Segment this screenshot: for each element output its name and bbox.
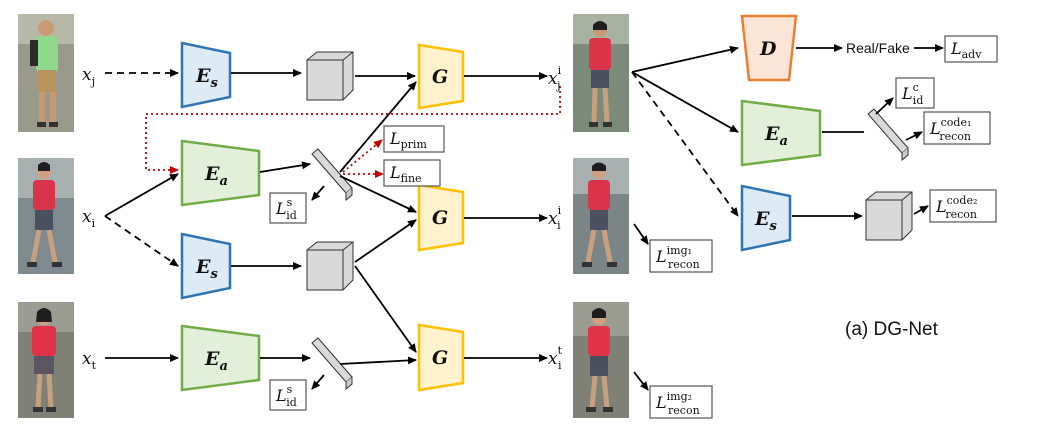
figure-caption: (a) DG-Net bbox=[845, 319, 939, 340]
svg-text:Ea: Ea bbox=[204, 163, 228, 189]
appearance-bar-bottom bbox=[311, 337, 353, 391]
real-fake-label: Real/Fake bbox=[846, 40, 910, 56]
photo-person-j bbox=[18, 14, 74, 132]
label-x-j: xj bbox=[82, 65, 95, 88]
arrow-bar-to-g-top bbox=[339, 81, 417, 173]
generator-g-mid: G bbox=[417, 183, 465, 252]
loss-prim: Lprim bbox=[383, 125, 445, 153]
structure-cube-right bbox=[865, 191, 913, 241]
encoder-ea-bottom: Ea bbox=[180, 324, 261, 392]
photo-output-i-t bbox=[573, 302, 629, 418]
arrow-ea-to-bar bbox=[259, 161, 311, 173]
appearance-bar-mid bbox=[311, 148, 353, 202]
arrow-cube-to-lcode2 bbox=[913, 205, 929, 215]
arrow-bar-to-lcode1 bbox=[905, 131, 923, 141]
arrow-cube-to-g-mid bbox=[354, 219, 417, 263]
svg-text:Ea: Ea bbox=[764, 123, 788, 149]
svg-text:Lprim: Lprim bbox=[389, 129, 427, 151]
label-x-i: xi bbox=[82, 207, 96, 230]
svg-text:G: G bbox=[432, 207, 448, 229]
svg-text:G: G bbox=[432, 66, 448, 88]
svg-text:Ladv: Ladv bbox=[950, 39, 982, 61]
loss-fine: Lfine bbox=[383, 159, 441, 187]
encoder-ea-right: Ea bbox=[740, 99, 822, 167]
encoder-es-top: Es bbox=[180, 41, 232, 109]
structure-cube-top bbox=[306, 51, 354, 101]
svg-text:Ea: Ea bbox=[204, 348, 228, 374]
arrow-xi-to-es bbox=[104, 215, 179, 267]
encoder-es-mid: Es bbox=[180, 232, 232, 300]
arrow-bar-to-lid-mid bbox=[311, 185, 325, 201]
photo-output-j-i bbox=[573, 14, 629, 132]
red-arrow-to-lprim bbox=[342, 139, 383, 173]
structure-cube-mid bbox=[306, 241, 354, 291]
appearance-bar-right bbox=[867, 108, 909, 162]
photo-person-i bbox=[18, 158, 74, 274]
arrow-cube-to-g-bottom bbox=[354, 265, 417, 353]
svg-text:Es: Es bbox=[754, 208, 777, 234]
label-x-t: xt bbox=[82, 349, 97, 372]
photo-person-t bbox=[18, 302, 74, 418]
arrow-xji-to-es bbox=[631, 71, 739, 217]
generator-g-top: G bbox=[417, 43, 465, 110]
arrow-bar-to-lid-c bbox=[875, 97, 894, 115]
arrow-bar-to-lid-bottom bbox=[311, 374, 325, 390]
arrow-to-limg2 bbox=[633, 371, 649, 391]
arrow-xi-to-ea bbox=[104, 173, 179, 217]
generator-g-bottom: G bbox=[417, 323, 465, 392]
photo-output-i-i bbox=[573, 158, 629, 274]
svg-text:Es: Es bbox=[195, 65, 218, 91]
encoder-es-right: Es bbox=[740, 184, 792, 252]
svg-text:D: D bbox=[759, 38, 777, 60]
red-arrow-xji-to-ea bbox=[145, 86, 561, 174]
loss-adv: Ladv bbox=[944, 35, 998, 63]
arrow-bar-to-g-bottom bbox=[339, 356, 417, 365]
encoder-ea-mid: Ea bbox=[180, 139, 261, 207]
svg-text:Lfine: Lfine bbox=[389, 163, 422, 185]
arrow-xji-to-d bbox=[631, 45, 739, 73]
discriminator-d: D bbox=[740, 14, 798, 82]
arrow-bar-to-g-mid bbox=[339, 175, 417, 213]
svg-text:G: G bbox=[432, 347, 448, 369]
arrow-to-limg1 bbox=[633, 223, 649, 245]
arrow-xji-to-ea bbox=[631, 71, 739, 133]
svg-text:Es: Es bbox=[195, 256, 218, 282]
